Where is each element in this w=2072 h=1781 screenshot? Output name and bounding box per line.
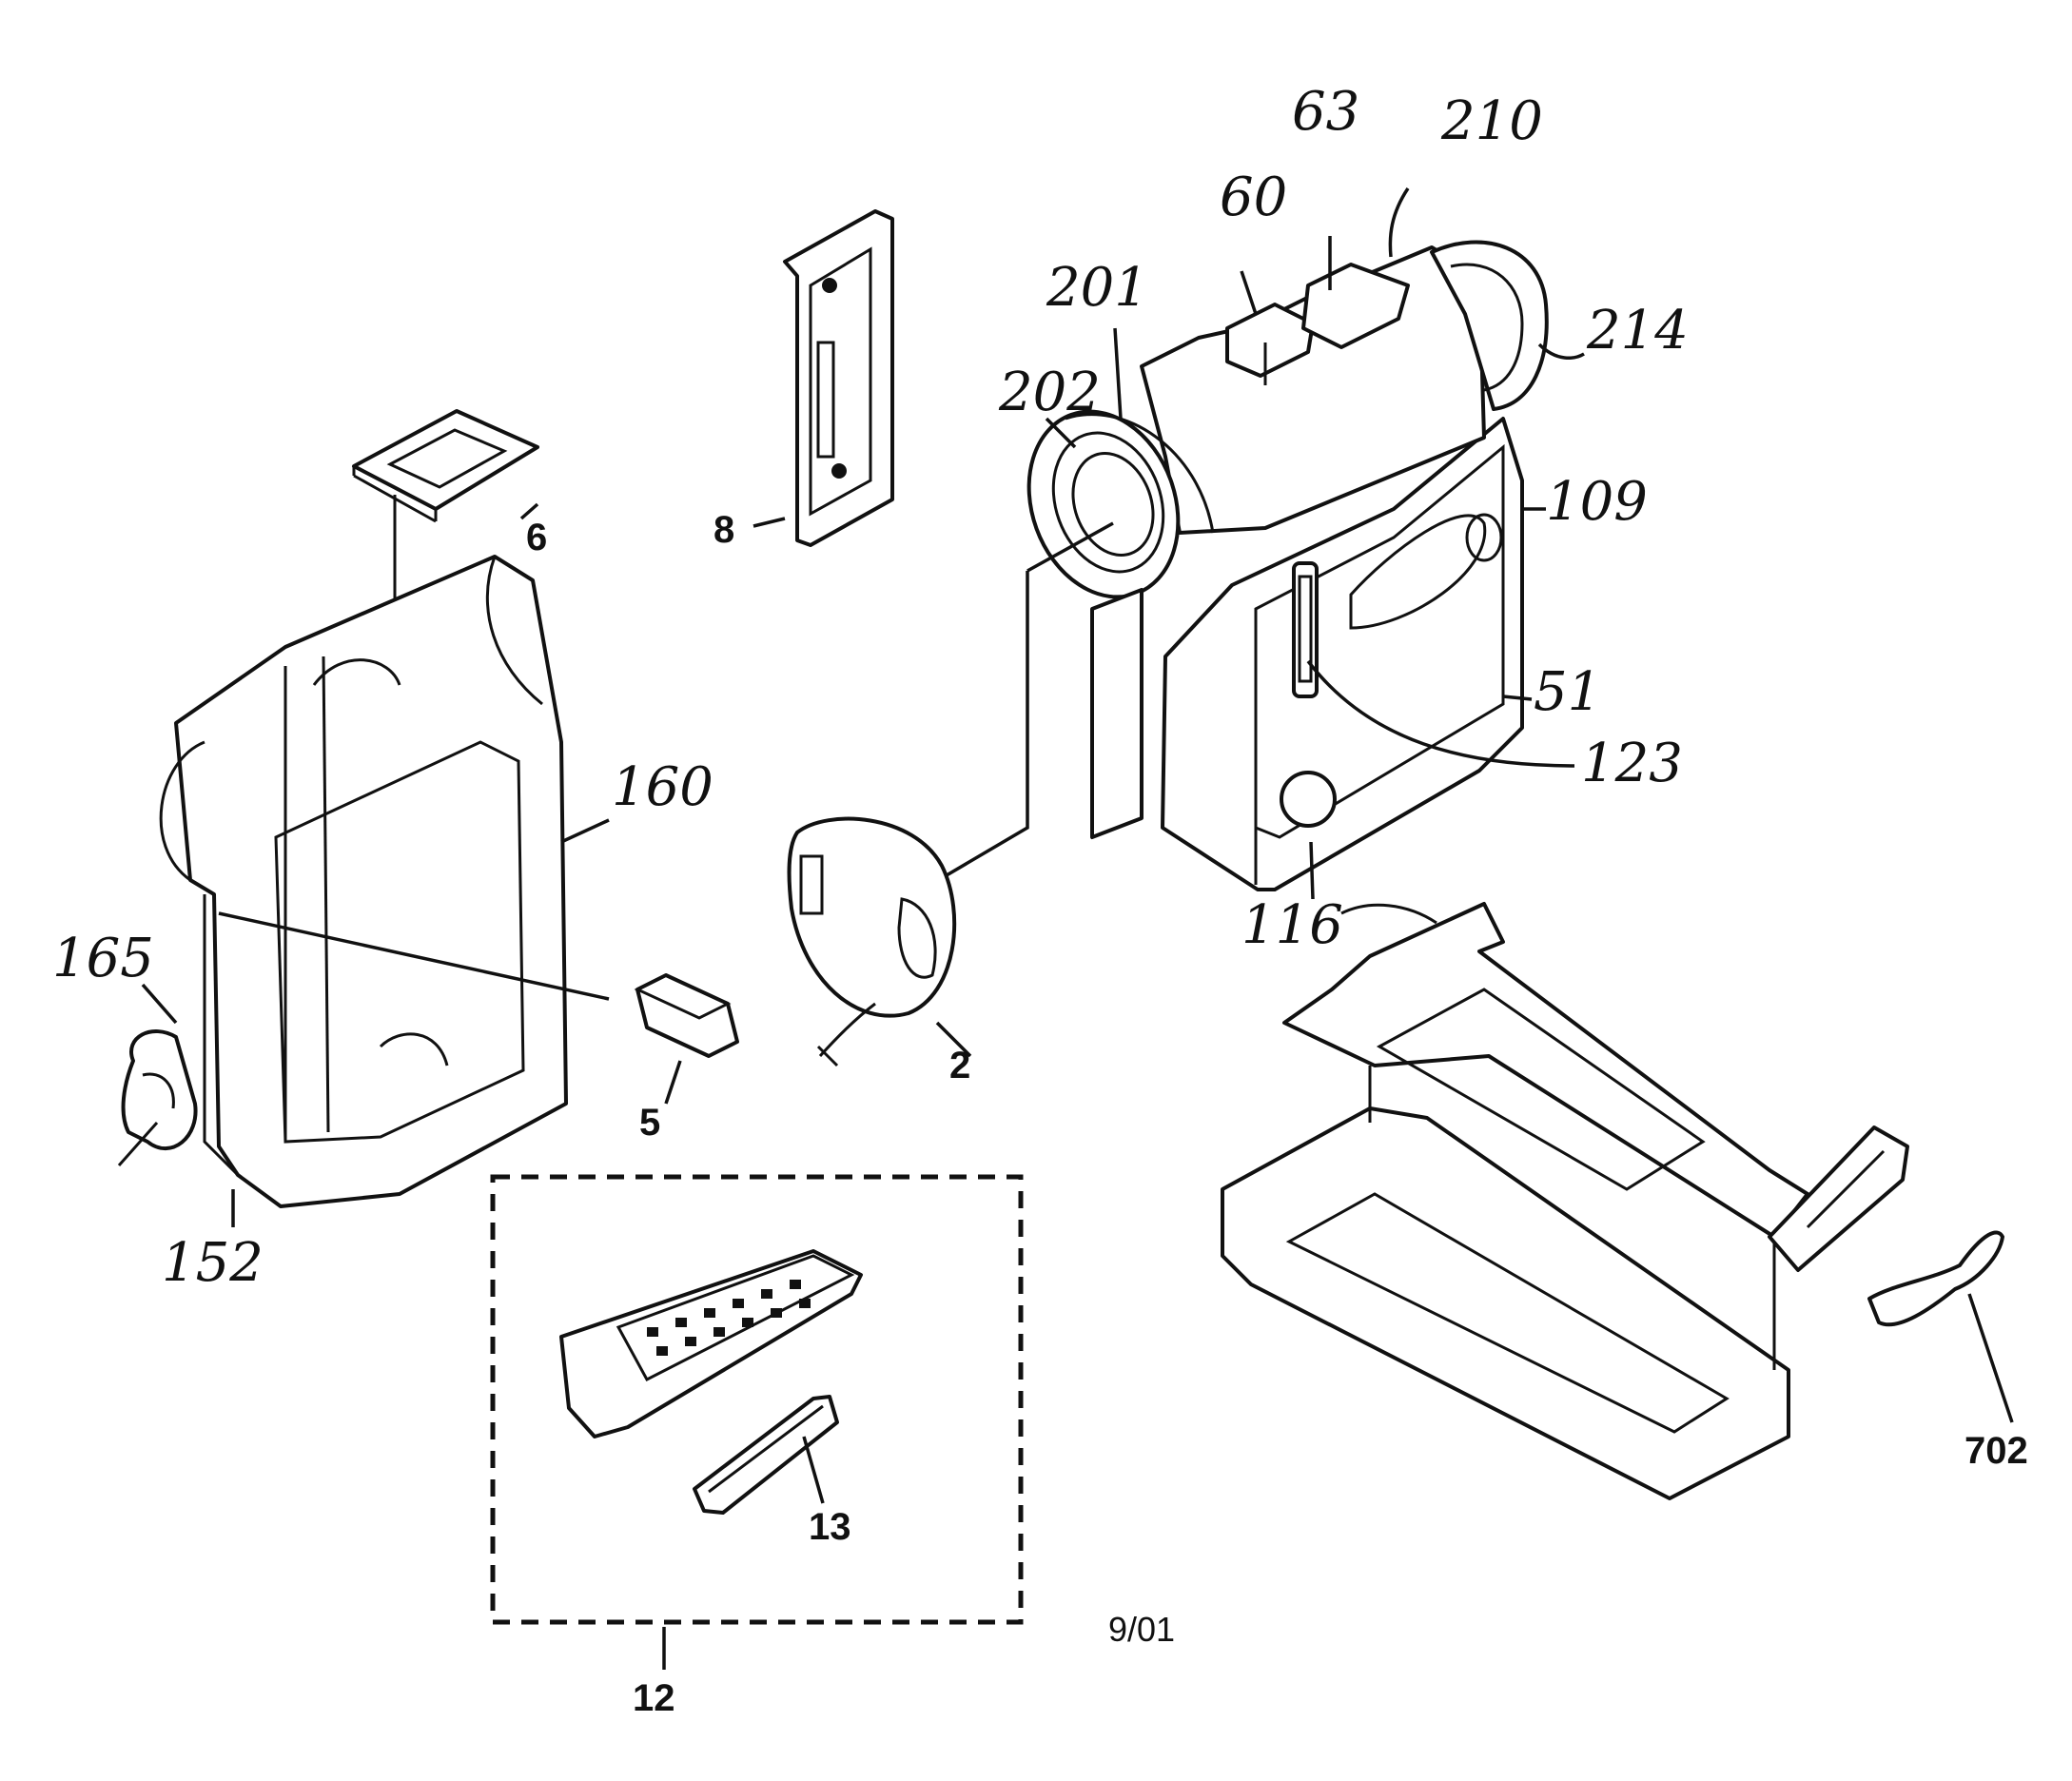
label-5: 5 (639, 1102, 661, 1144)
leader-lines (141, 187, 2014, 1670)
cassette-housing (1221, 902, 2004, 1500)
label-13: 13 (809, 1506, 851, 1548)
part-5-button (634, 973, 739, 1058)
label-12: 12 (633, 1677, 675, 1719)
label-210: 210 (1441, 90, 1543, 152)
label-2: 2 (949, 1045, 971, 1086)
label-214: 214 (1587, 300, 1689, 362)
label-123: 123 (1581, 733, 1683, 794)
label-160: 160 (612, 756, 713, 818)
label-165: 165 (52, 928, 154, 989)
camcorder-body (1026, 240, 1549, 891)
label-6: 6 (526, 517, 548, 558)
part-remote (559, 1249, 863, 1438)
part-160-frame (117, 555, 568, 1208)
label-201: 201 (1046, 257, 1148, 319)
label-63: 63 (1292, 81, 1360, 143)
part-6-cover (352, 409, 539, 614)
part-13-battery-cover (693, 1395, 839, 1515)
label-51: 51 (1534, 661, 1602, 723)
label-202: 202 (999, 362, 1101, 423)
remote-kit-box (490, 1174, 1024, 1625)
part-8-bracket (783, 209, 894, 547)
label-109: 109 (1546, 471, 1648, 533)
part-2-lens-cap (787, 816, 957, 1067)
label-60: 60 (1220, 166, 1288, 228)
label-116: 116 (1241, 894, 1343, 956)
label-152: 152 (162, 1232, 264, 1294)
label-8: 8 (713, 509, 735, 551)
date-stamp: 9/01 (1108, 1610, 1176, 1649)
label-702: 702 (1964, 1430, 2028, 1472)
